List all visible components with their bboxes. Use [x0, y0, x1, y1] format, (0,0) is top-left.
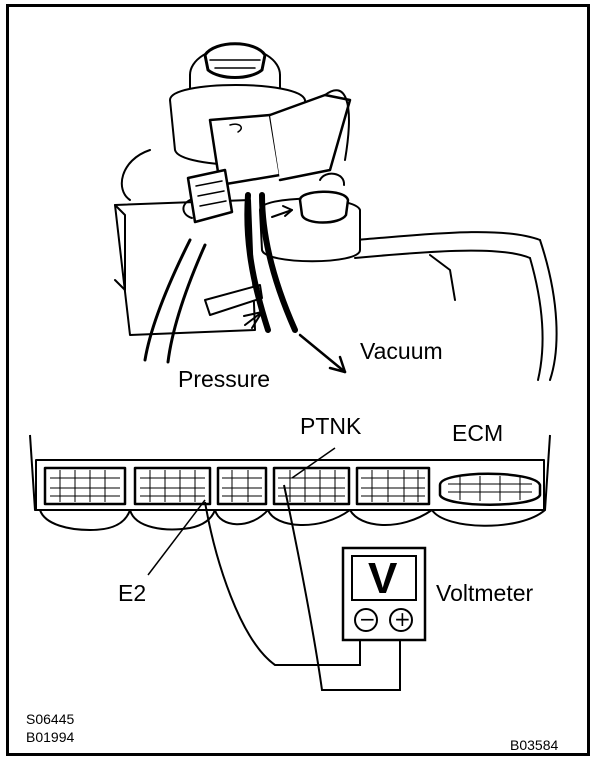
figure-code-3: B03584 — [510, 737, 559, 753]
vacuum-label: Vacuum — [360, 338, 443, 364]
ptnk-label: PTNK — [300, 413, 362, 439]
figure-frame — [6, 4, 590, 756]
plus-terminal-symbol: + — [394, 607, 411, 631]
e2-label: E2 — [118, 580, 147, 606]
voltmeter-unit-symbol: V — [368, 554, 398, 603]
voltmeter-icon — [341, 546, 427, 642]
figure-code-1: S06445 — [26, 711, 75, 727]
voltmeter-label: Voltmeter — [436, 580, 534, 606]
pressure-label: Pressure — [178, 366, 271, 392]
minus-terminal-symbol: − — [359, 607, 376, 631]
ecm-connector-illustration — [29, 434, 551, 531]
vapor-pressure-sensor-illustration — [114, 42, 558, 381]
figure-code-2: B01994 — [26, 729, 75, 745]
ecm-label: ECM — [452, 420, 504, 446]
test-leads — [147, 447, 401, 691]
